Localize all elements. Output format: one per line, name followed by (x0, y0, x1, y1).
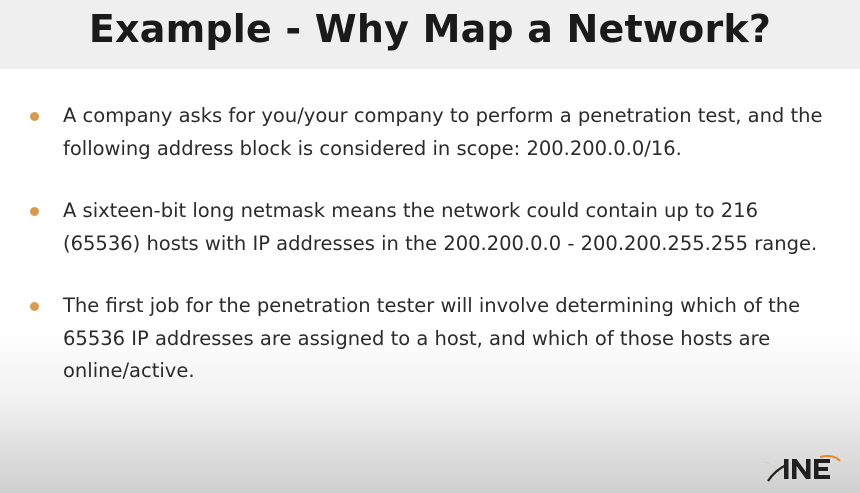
bullet-dot-icon (30, 207, 39, 216)
bullet-dot-icon (30, 112, 39, 121)
bullet-text: A sixteen-bit long netmask means the net… (63, 199, 818, 255)
ine-logo-icon (762, 455, 841, 482)
bullet-item: The first job for the penetration tester… (30, 290, 830, 388)
slide-title: Example - Why Map a Network? (88, 7, 772, 51)
bullet-text: A company asks for you/your company to p… (63, 104, 823, 160)
bullet-item: A sixteen-bit long netmask means the net… (30, 195, 830, 260)
bullet-list: A company asks for you/your company to p… (30, 100, 830, 418)
bullet-item: A company asks for you/your company to p… (30, 100, 830, 165)
bullet-dot-icon (30, 302, 39, 311)
title-bar: Example - Why Map a Network? (0, 0, 860, 69)
bullet-text: The first job for the penetration tester… (63, 294, 801, 382)
